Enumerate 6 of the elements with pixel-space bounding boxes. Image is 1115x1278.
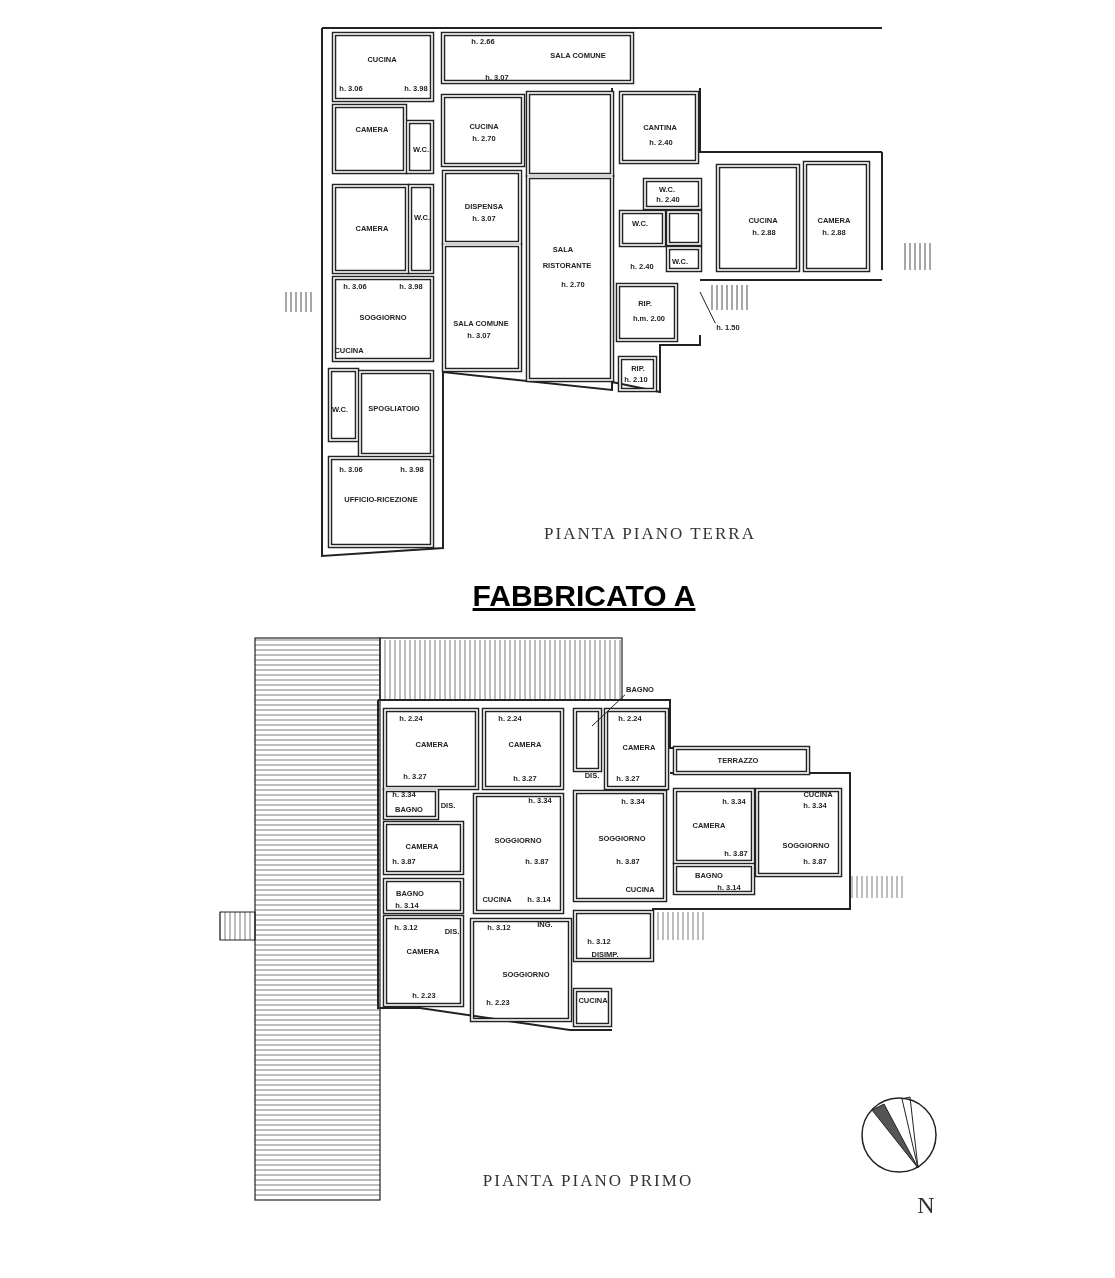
north-label: N bbox=[917, 1193, 935, 1217]
leader-line bbox=[699, 291, 716, 324]
leader-line bbox=[591, 694, 626, 727]
building-title: FABBRICATO A bbox=[472, 579, 696, 613]
floor-plan-caption: PIANTA PIANO PRIMO bbox=[482, 1171, 694, 1189]
floor-plan-caption: PIANTA PIANO TERRA bbox=[544, 524, 756, 542]
